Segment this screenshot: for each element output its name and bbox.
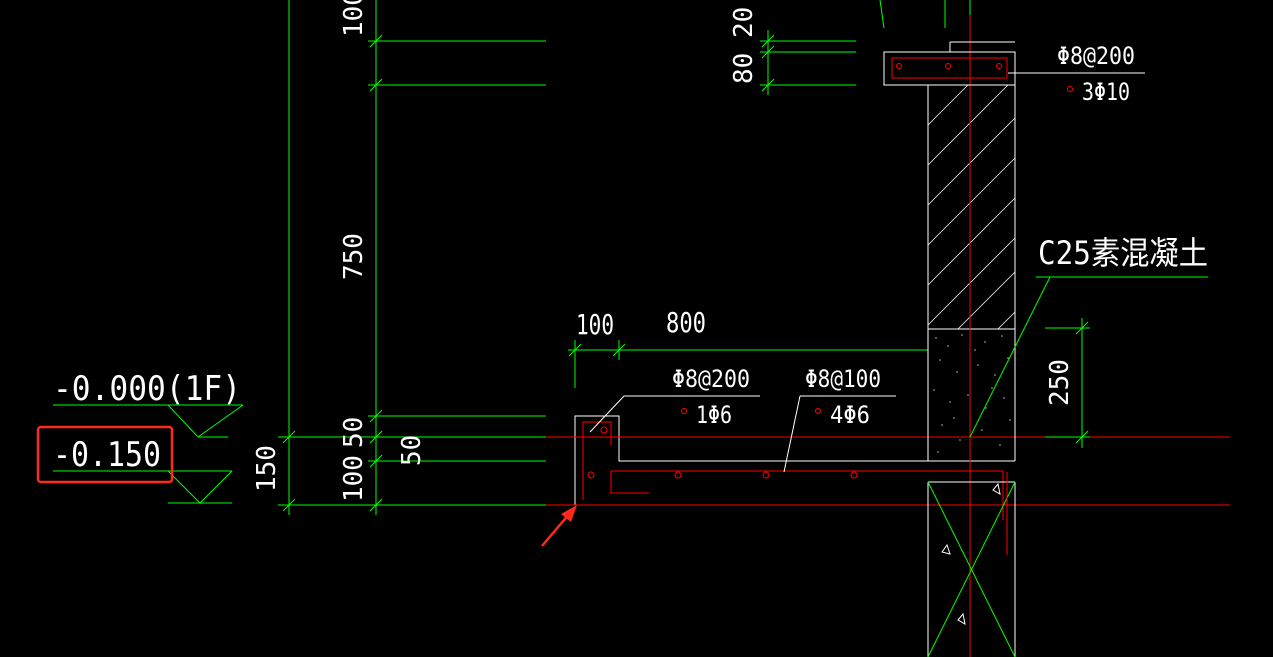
dim-text-50-left: 50 [339, 417, 369, 448]
label-slab-edge-bars: 1Φ6 [696, 401, 732, 429]
top-beam [883, 41, 1016, 86]
top-beam-leader [1008, 72, 1145, 92]
level-text-floor: -0.000(1F) [53, 369, 241, 409]
highlight-box [36, 425, 174, 484]
label-top-beam-bars: 3Φ10 [1082, 78, 1130, 106]
lower-column [927, 472, 1016, 657]
level-marks [53, 404, 244, 504]
dim-text-100-top: 100 [339, 0, 369, 37]
dim-text-800: 800 [666, 306, 706, 339]
pointer-arrow [541, 505, 577, 547]
slab-outline [546, 415, 1230, 506]
material-label: C25素混凝土 [1038, 234, 1208, 272]
right-dimension-250 [1045, 318, 1090, 448]
level-text-highlighted: -0.150 [53, 435, 161, 475]
label-top-beam-stirrup: Φ8@200 [1057, 42, 1135, 70]
dim-text-150: 150 [252, 445, 282, 492]
slab-horizontal-dimension [568, 340, 928, 388]
concrete-fill [933, 334, 1011, 453]
dim-text-100-bottom: 100 [339, 455, 369, 502]
material-leader [969, 276, 1208, 438]
left-dimension-chain [278, 0, 546, 515]
dim-text-80: 80 [729, 53, 759, 84]
slab-rebar [582, 421, 1004, 520]
dim-text-50-right: 50 [397, 435, 427, 466]
label-slab-edge-stirrup: Φ8@200 [672, 365, 750, 393]
wall-column [927, 0, 1016, 657]
label-slab-stirrup: Φ8@100 [805, 365, 881, 393]
dim-text-20: 20 [729, 7, 759, 38]
slab-label-leaders [589, 395, 896, 473]
top-dimension-chain [760, 0, 971, 95]
dim-text-100-horiz: 100 [576, 308, 614, 341]
dim-text-750: 750 [339, 233, 369, 280]
label-slab-bars: 4Φ6 [830, 401, 870, 429]
dim-text-250: 250 [1045, 359, 1075, 406]
